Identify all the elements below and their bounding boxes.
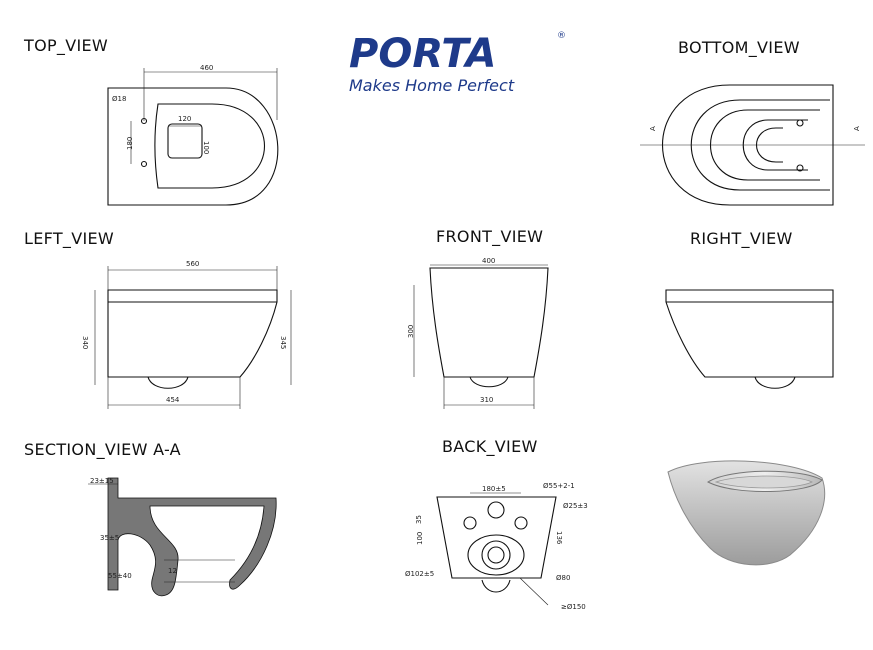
back-view-drawing: 180±5 Ø55+2-1 Ø25±3 35 100 136 Ø102±5 Ø8… bbox=[405, 482, 588, 611]
back-offset-dim: 35 bbox=[415, 515, 423, 524]
top-inner-width-dim: 120 bbox=[178, 115, 191, 123]
top-bolt-dim: Ø18 bbox=[112, 95, 126, 103]
top-view-drawing: 460 Ø18 180 120 100 bbox=[107, 64, 279, 206]
back-right-height-dim: 136 bbox=[555, 531, 563, 545]
section-view-title: SECTION_VIEW A-A bbox=[24, 440, 181, 459]
bottom-section-mark-left: A bbox=[649, 126, 657, 131]
section-bottom-dim: 55±40 bbox=[108, 572, 132, 580]
section-top-dim: 23±15 bbox=[90, 477, 114, 485]
right-view-drawing bbox=[665, 289, 834, 389]
front-view-title: FRONT_VIEW bbox=[436, 227, 544, 246]
left-view-title: LEFT_VIEW bbox=[24, 229, 115, 248]
section-mid-dim: 35±5 bbox=[100, 534, 119, 542]
back-outer-diameter-dim: ≥Ø150 bbox=[561, 603, 586, 611]
registered-mark: ® bbox=[557, 31, 566, 41]
left-height-right-dim: 345 bbox=[279, 336, 287, 349]
brand-tagline: Makes Home Perfect bbox=[349, 76, 515, 95]
front-height-dim: 300 bbox=[407, 325, 415, 338]
top-view-title: TOP_VIEW bbox=[24, 36, 109, 55]
front-width-dim: 400 bbox=[482, 257, 495, 265]
front-base-dim: 310 bbox=[480, 396, 493, 404]
section-depth-dim: 12 bbox=[168, 567, 177, 575]
back-height-dim: 100 bbox=[416, 532, 424, 545]
brand-name: PORTA bbox=[349, 31, 496, 77]
back-left-diameter-dim: Ø102±5 bbox=[405, 570, 434, 578]
back-pipe-dim: Ø55+2-1 bbox=[543, 482, 575, 490]
brand-logo: PORTA ® Makes Home Perfect bbox=[349, 31, 566, 95]
section-view-drawing: 23±15 35±5 55±40 12 bbox=[88, 477, 277, 597]
toilet-render bbox=[667, 460, 826, 566]
left-height-left-dim: 340 bbox=[81, 336, 89, 349]
front-view-drawing: 400 300 310 bbox=[407, 257, 549, 409]
left-base-dim: 454 bbox=[166, 396, 180, 404]
bottom-view-drawing: A A bbox=[640, 84, 865, 206]
top-spacing-dim: 180 bbox=[126, 137, 134, 150]
left-length-dim: 560 bbox=[186, 260, 199, 268]
back-view-title: BACK_VIEW bbox=[442, 437, 538, 456]
top-inner-height-dim: 100 bbox=[202, 141, 210, 154]
back-bolt-dim: Ø25±3 bbox=[563, 502, 588, 510]
back-inner-diameter-dim: Ø80 bbox=[556, 574, 570, 582]
top-length-dim: 460 bbox=[200, 64, 213, 72]
left-view-drawing: 560 340 345 454 bbox=[81, 260, 292, 409]
bottom-section-mark-right: A bbox=[853, 126, 861, 131]
back-spacing-dim: 180±5 bbox=[482, 485, 506, 493]
right-view-title: RIGHT_VIEW bbox=[690, 229, 793, 248]
bottom-view-title: BOTTOM_VIEW bbox=[678, 38, 800, 57]
